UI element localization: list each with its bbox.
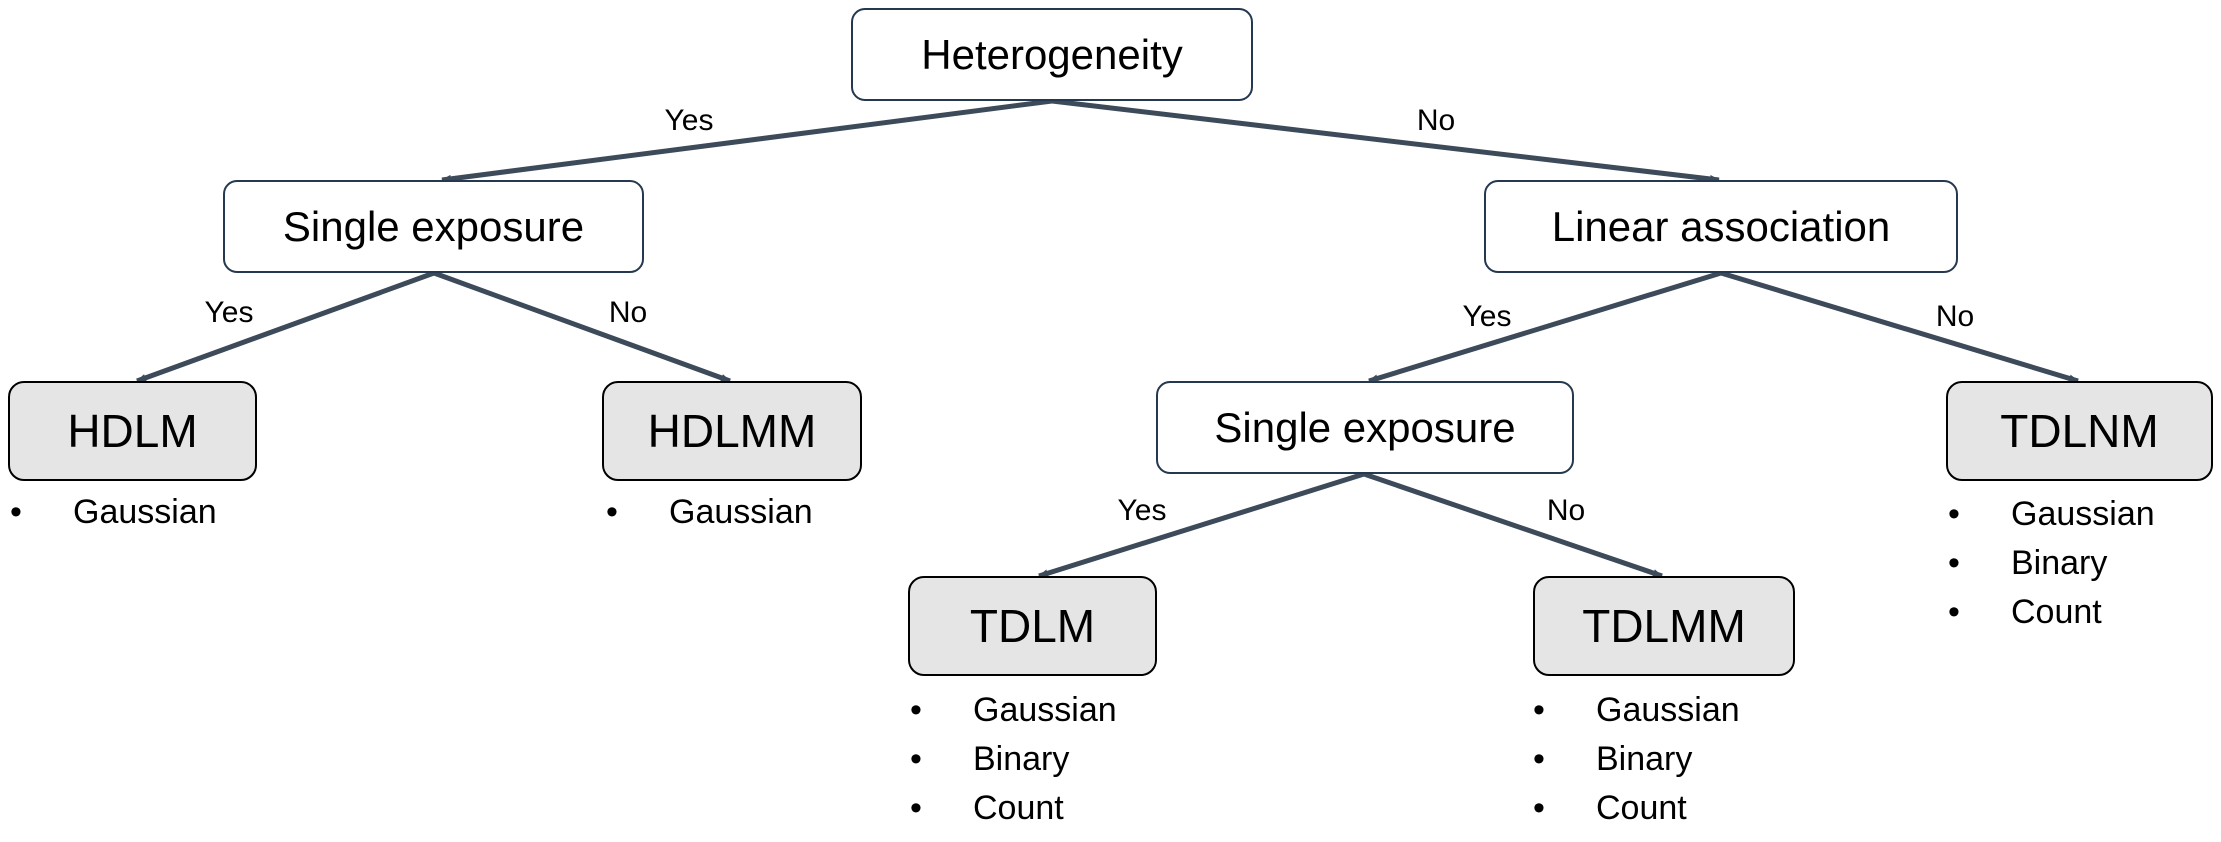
edge-label-single-exposure-left-yes: Yes <box>204 296 254 329</box>
outcome-item: Count <box>1533 784 1740 833</box>
outcome-item: Gaussian <box>1948 490 2155 539</box>
outcome-item: Count <box>1948 588 2155 637</box>
outcome-item: Binary <box>1948 539 2155 588</box>
edge-label-single-exposure-left-no: No <box>608 296 648 329</box>
edge-label-linear-association-no: No <box>1935 300 1975 333</box>
outcome-item: Gaussian <box>606 488 813 537</box>
node-heterogeneity: Heterogeneity <box>851 8 1253 101</box>
node-linear-association: Linear association <box>1484 180 1958 273</box>
edge-label-single-exposure-mid-no: No <box>1546 494 1586 527</box>
edge-label-single-exposure-mid-yes: Yes <box>1117 494 1167 527</box>
node-tdlm: TDLM <box>908 576 1157 676</box>
outcomes-hdlm: Gaussian <box>10 488 217 537</box>
node-tdlmm: TDLMM <box>1533 576 1795 676</box>
node-hdlm: HDLM <box>8 381 257 481</box>
edge-label-heterogeneity-no: No <box>1416 104 1456 137</box>
node-single-exposure-mid: Single exposure <box>1156 381 1574 474</box>
outcomes-tdlmm: Gaussian Binary Count <box>1533 686 1740 833</box>
node-tdlnm: TDLNM <box>1946 381 2213 481</box>
node-hdlmm: HDLMM <box>602 381 862 481</box>
outcome-item: Count <box>910 784 1117 833</box>
node-single-exposure-left: Single exposure <box>223 180 644 273</box>
edge-single-exposure-left-no <box>433 270 731 384</box>
edge-single-exposure-left-yes <box>136 270 435 384</box>
edge-linear-association-yes <box>1368 270 1722 384</box>
edge-single-exposure-mid-no <box>1363 471 1663 579</box>
edge-label-linear-association-yes: Yes <box>1462 300 1512 333</box>
outcome-item: Binary <box>1533 735 1740 784</box>
outcomes-hdlmm: Gaussian <box>606 488 813 537</box>
edge-label-heterogeneity-yes: Yes <box>664 104 714 137</box>
edge-heterogeneity-yes <box>441 98 1053 183</box>
outcome-item: Gaussian <box>1533 686 1740 735</box>
outcome-item: Binary <box>910 735 1117 784</box>
edge-linear-association-no <box>1720 270 2079 384</box>
edge-heterogeneity-no <box>1051 98 1720 183</box>
outcomes-tdlnm: Gaussian Binary Count <box>1948 490 2155 637</box>
outcomes-tdlm: Gaussian Binary Count <box>910 686 1117 833</box>
edge-single-exposure-mid-yes <box>1038 471 1365 579</box>
outcome-item: Gaussian <box>10 488 217 537</box>
outcome-item: Gaussian <box>910 686 1117 735</box>
